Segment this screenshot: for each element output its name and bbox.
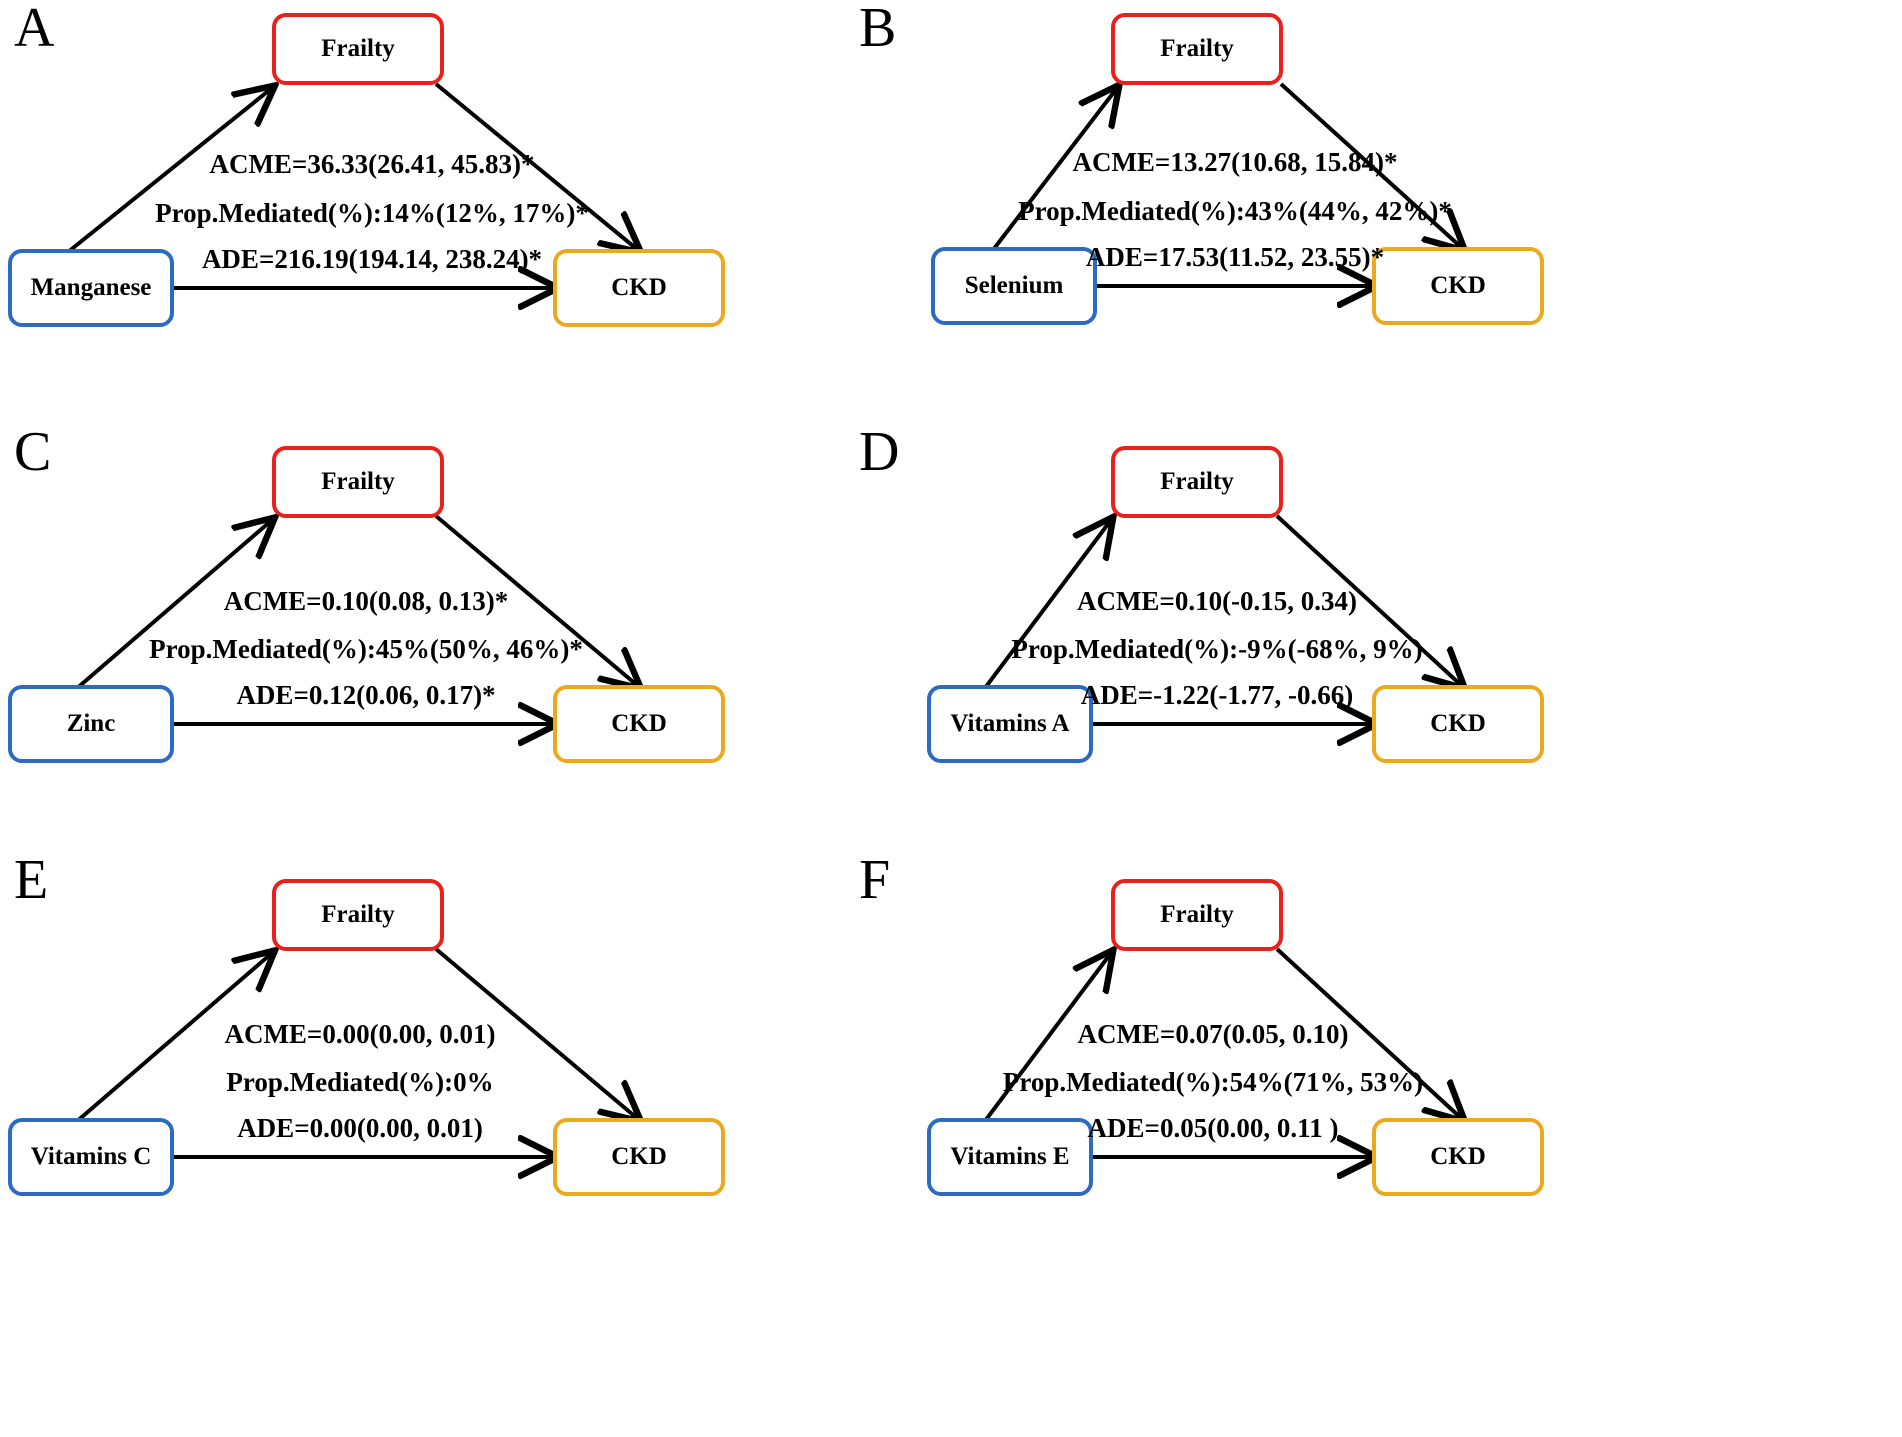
node-label: Vitamins A — [950, 710, 1070, 737]
node-exposure[interactable]: Vitamins E — [927, 1118, 1093, 1196]
node-label: Vitamins C — [30, 1143, 152, 1170]
edge-exposure-to-mediator — [66, 520, 272, 698]
node-outcome-ckd[interactable]: CKD — [1372, 685, 1544, 763]
panel-letter-e: E — [14, 849, 49, 911]
edge-mediator-to-outcome — [1275, 514, 1462, 686]
label-prop-mediated: Prop.Mediated(%):43%(44%, 42%)* — [1018, 196, 1452, 226]
panel-letter-f: F — [859, 849, 891, 911]
label-prop-mediated: Prop.Mediated(%):-9%(-68%, 9%) — [1011, 634, 1423, 664]
panel-d-edges — [977, 424, 1796, 903]
label-prop-mediated: Prop.Mediated(%):0% — [226, 1067, 494, 1097]
panel-e-edges — [66, 852, 951, 1331]
panel-letter-c: C — [14, 421, 52, 483]
label-ade: ADE=-1.22(-1.77, -0.66) — [1080, 680, 1354, 710]
panel-b: B Frailty Selenium CKD — [845, 0, 1796, 479]
node-mediator-frailty[interactable]: Frailty — [1111, 446, 1283, 518]
panel-f-edges — [977, 852, 1796, 1331]
edge-exposure-to-mediator — [991, 88, 1117, 252]
node-mediator-frailty[interactable]: Frailty — [272, 13, 444, 85]
node-label: CKD — [1430, 272, 1486, 299]
node-label: Frailty — [1160, 35, 1234, 62]
label-prop-mediated: Prop.Mediated(%):54%(71%, 53%) — [1002, 1067, 1424, 1097]
edge-mediator-to-outcome — [434, 947, 638, 1119]
node-label: Selenium — [964, 272, 1064, 299]
node-label: Zinc — [66, 710, 116, 737]
label-prop-mediated: Prop.Mediated(%):14%(12%, 17%)* — [155, 198, 589, 228]
label-ade: ADE=0.12(0.06, 0.17)* — [236, 680, 496, 710]
panel-letter-a: A — [14, 0, 55, 59]
node-exposure[interactable]: Zinc — [8, 685, 174, 763]
label-acme: ACME=36.33(26.41, 45.83)* — [209, 149, 535, 179]
node-exposure[interactable]: Vitamins C — [8, 1118, 174, 1196]
panel-a: A Frailty Manganese CKD — [0, 0, 951, 479]
node-label: CKD — [611, 710, 667, 737]
node-outcome-ckd[interactable]: CKD — [1372, 247, 1544, 325]
panel-letter-b: B — [859, 0, 897, 59]
label-ade: ADE=0.05(0.00, 0.11 ) — [1087, 1113, 1339, 1143]
panel-e: E Frailty Vitamins C CKD — [0, 852, 951, 1331]
node-mediator-frailty[interactable]: Frailty — [272, 446, 444, 518]
node-label: Frailty — [321, 468, 395, 495]
node-label: Vitamins E — [950, 1143, 1070, 1170]
edge-exposure-to-mediator — [977, 520, 1111, 698]
node-exposure[interactable]: Selenium — [931, 247, 1097, 325]
panel-c-edges — [66, 424, 951, 903]
node-label: CKD — [1430, 1143, 1486, 1170]
label-prop-mediated: Prop.Mediated(%):45%(50%, 46%)* — [149, 634, 583, 664]
edge-mediator-to-outcome — [434, 82, 638, 250]
edge-exposure-to-mediator — [66, 953, 272, 1131]
panel-b-edges — [991, 0, 1796, 479]
label-ade: ADE=216.19(194.14, 238.24)* — [201, 244, 543, 274]
edge-exposure-to-mediator — [66, 88, 272, 254]
node-mediator-frailty[interactable]: Frailty — [1111, 13, 1283, 85]
label-ade: ADE=17.53(11.52, 23.55)* — [1085, 242, 1385, 272]
node-mediator-frailty[interactable]: Frailty — [1111, 879, 1283, 951]
panel-letter-d: D — [859, 421, 900, 483]
node-exposure[interactable]: Vitamins A — [927, 685, 1093, 763]
edge-mediator-to-outcome — [1275, 947, 1462, 1119]
label-acme: ACME=0.10(-0.15, 0.34) — [1076, 586, 1358, 616]
node-label: Frailty — [1160, 468, 1234, 495]
label-ade: ADE=0.00(0.00, 0.01) — [237, 1113, 483, 1143]
node-mediator-frailty[interactable]: Frailty — [272, 879, 444, 951]
node-label: CKD — [611, 274, 667, 301]
label-acme: ACME=0.07(0.05, 0.10) — [1077, 1019, 1349, 1049]
node-label: Manganese — [30, 274, 152, 301]
node-outcome-ckd[interactable]: CKD — [553, 685, 725, 763]
node-outcome-ckd[interactable]: CKD — [553, 1118, 725, 1196]
node-outcome-ckd[interactable]: CKD — [1372, 1118, 1544, 1196]
label-acme: ACME=13.27(10.68, 15.84)* — [1072, 147, 1398, 177]
edge-mediator-to-outcome — [1279, 82, 1462, 248]
node-outcome-ckd[interactable]: CKD — [553, 249, 725, 327]
label-acme: ACME=0.00(0.00, 0.01) — [224, 1019, 496, 1049]
panel-a-edges — [66, 0, 951, 479]
node-label: Frailty — [321, 901, 395, 928]
edge-exposure-to-mediator — [977, 953, 1111, 1131]
node-label: CKD — [611, 1143, 667, 1170]
panel-f: F Frailty Vitamins E CKD — [845, 852, 1796, 1331]
node-label: Frailty — [321, 35, 395, 62]
panel-c: C Frailty Zinc CKD — [0, 424, 951, 903]
panel-d: D Frailty Vitamins A CKD — [845, 424, 1796, 903]
node-label: Frailty — [1160, 901, 1234, 928]
edge-mediator-to-outcome — [434, 514, 638, 686]
node-exposure[interactable]: Manganese — [8, 249, 174, 327]
node-label: CKD — [1430, 710, 1486, 737]
label-acme: ACME=0.10(0.08, 0.13)* — [223, 586, 509, 616]
